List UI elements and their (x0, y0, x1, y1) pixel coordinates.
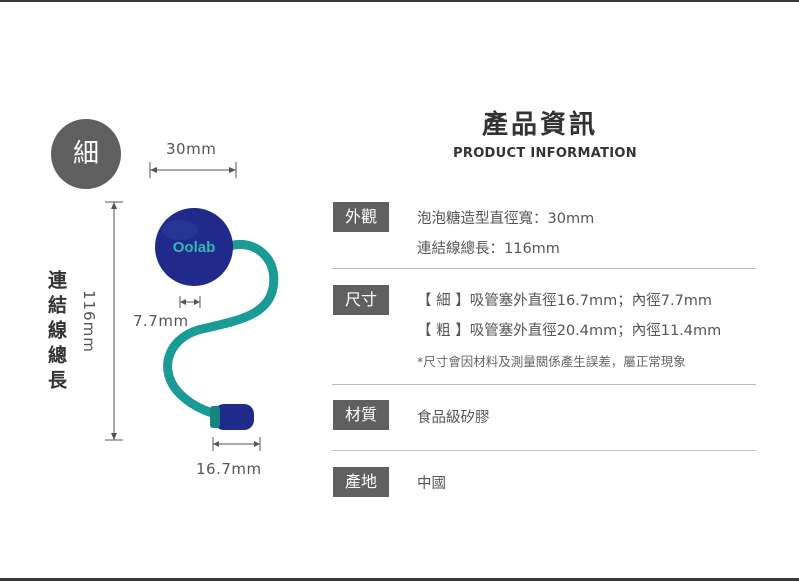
appearance-label: 外觀 (333, 202, 389, 232)
inner-diameter-dimension: 7.7mm (133, 312, 189, 330)
info-title: 產品資訊 (481, 110, 598, 140)
bottom-border (0, 578, 799, 581)
top-border (0, 0, 799, 2)
width-dimension: 30mm (166, 140, 217, 158)
cord-length-dimension: 116mm (80, 290, 98, 353)
plug-shape (214, 404, 254, 430)
appearance-line-2: 連結線總長：116mm (417, 241, 560, 257)
divider (332, 450, 756, 451)
origin-label: 產地 (333, 467, 389, 497)
logo-text: Oolab (173, 239, 216, 256)
origin-value: 中國 (417, 476, 446, 492)
size-line-thick: 【 粗 】吸管塞外直徑20.4mm；內徑11.4mm (417, 323, 722, 339)
cord-length-label: 連結線總長 (45, 270, 67, 395)
divider (332, 268, 756, 269)
size-badge: 細 (51, 119, 121, 189)
cord-shape (163, 239, 279, 421)
divider (332, 384, 756, 385)
size-note: *尺寸會因材料及測量關係產生誤差，屬正常現象 (417, 354, 686, 369)
size-line-thin: 【 細 】吸管塞外直徑16.7mm；內徑7.7mm (417, 293, 713, 309)
info-subtitle: PRODUCT INFORMATION (453, 146, 637, 161)
material-value: 食品級矽膠 (417, 410, 490, 426)
appearance-line-1: 泡泡糖造型直徑寬：30mm (417, 211, 595, 227)
outer-diameter-dimension: 16.7mm (196, 460, 262, 478)
material-label: 材質 (333, 400, 389, 430)
size-label: 尺寸 (333, 285, 389, 315)
